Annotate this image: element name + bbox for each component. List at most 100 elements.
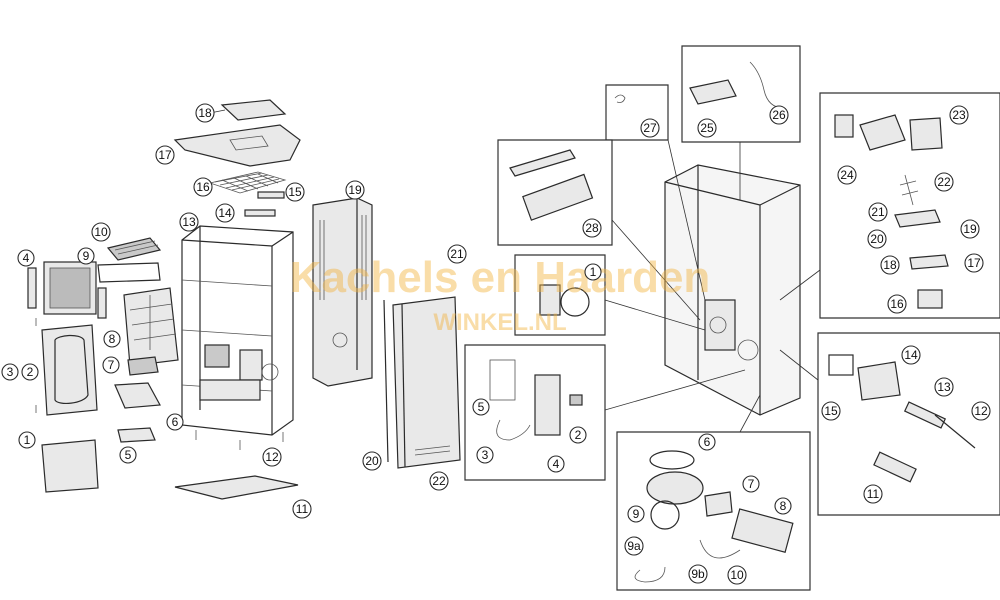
label-bubble <box>155 145 175 165</box>
left-part-label-8: 8 <box>103 330 121 348</box>
base-frame <box>174 475 299 500</box>
label-number: 24 <box>840 168 854 182</box>
label-number: 9 <box>83 249 90 263</box>
left-part-label-11: 11 <box>292 499 312 519</box>
label-number: 11 <box>867 487 880 501</box>
right-part-label-11: 11 <box>863 484 883 504</box>
left-part-label-20: 20 <box>362 451 382 471</box>
label-number: 18 <box>883 258 897 272</box>
label-number: 15 <box>824 404 838 418</box>
label-number: 9 <box>633 507 640 521</box>
bottom-front-panel <box>41 439 99 493</box>
label-bubble <box>742 475 760 493</box>
top-panel <box>173 124 301 167</box>
label-bubble <box>102 356 120 374</box>
label-bubble <box>964 253 984 273</box>
right-part-label-27: 27 <box>640 118 660 138</box>
label-number: 6 <box>172 415 179 429</box>
label-number: 11 <box>296 502 309 516</box>
left-part-label-7: 7 <box>102 356 120 374</box>
label-number: 16 <box>196 180 210 194</box>
label-number: 12 <box>974 404 988 418</box>
watermark-line1: Kachels en Haarden <box>290 253 711 302</box>
label-number: 10 <box>730 568 744 582</box>
label-number: 18 <box>198 106 212 120</box>
label-number: 2 <box>575 428 582 442</box>
callout-burner-parts <box>817 332 1000 516</box>
label-bubble <box>103 330 121 348</box>
label-number: 1 <box>24 433 31 447</box>
left-part-label-9: 9 <box>77 247 95 265</box>
label-bubble <box>292 499 312 519</box>
side-panel <box>312 197 373 387</box>
label-bubble <box>91 222 111 242</box>
label-number: 4 <box>553 457 560 471</box>
label-number: 22 <box>432 474 446 488</box>
label-bubble <box>698 433 716 451</box>
label-bubble <box>837 165 857 185</box>
ash-box <box>127 356 159 376</box>
label-bubble <box>262 447 282 467</box>
label-bubble <box>195 103 215 123</box>
left-part-label-13: 13 <box>179 212 199 232</box>
label-number: 8 <box>780 499 787 513</box>
label-number: 5 <box>478 400 485 414</box>
front-glass <box>27 261 107 319</box>
label-bubble <box>569 426 587 444</box>
label-number: 16 <box>890 297 904 311</box>
left-part-label-1: 1 <box>18 431 36 449</box>
label-number: 17 <box>158 148 172 162</box>
right-part-label-6: 6 <box>698 433 716 451</box>
left-part-label-19: 19 <box>345 180 365 200</box>
label-number: 3 <box>482 448 489 462</box>
label-number: 19 <box>348 183 362 197</box>
label-bubble <box>119 446 137 464</box>
right-part-label-9: 9 <box>627 505 645 523</box>
label-number: 22 <box>937 175 951 189</box>
label-bubble <box>345 180 365 200</box>
label-bubble <box>429 471 449 491</box>
label-bubble <box>447 244 467 264</box>
right-part-label-25: 25 <box>697 118 717 138</box>
label-bubble <box>868 202 888 222</box>
right-part-label-3: 3 <box>476 446 494 464</box>
label-number: 13 <box>182 215 196 229</box>
left-part-label-6: 6 <box>166 413 184 431</box>
right-part-label-7: 7 <box>742 475 760 493</box>
label-number: 20 <box>365 454 379 468</box>
label-bubble <box>880 255 900 275</box>
label-number: 10 <box>94 225 108 239</box>
label-number: 9a <box>627 539 641 553</box>
left-part-label-16: 16 <box>193 177 213 197</box>
label-bubble <box>77 247 95 265</box>
right-part-label-14: 14 <box>901 345 921 365</box>
right-part-label-15: 15 <box>821 401 841 421</box>
right-part-label-10: 10 <box>727 565 747 585</box>
right-part-label-28: 28 <box>582 218 602 238</box>
label-number: 14 <box>904 348 918 362</box>
right-part-label-21: 21 <box>868 202 888 222</box>
label-number: 26 <box>772 108 786 122</box>
right-part-label-24: 24 <box>837 165 857 185</box>
right-part-label-26: 26 <box>769 105 789 125</box>
label-bubble <box>887 294 907 314</box>
right-part-label-9a: 9a <box>624 536 644 556</box>
label-bubble <box>949 105 969 125</box>
label-number: 12 <box>265 450 279 464</box>
front-cladding <box>383 296 461 469</box>
left-part-label-4: 4 <box>17 249 35 267</box>
label-bubble <box>362 451 382 471</box>
stove-door <box>41 324 98 416</box>
callout-auger-motor <box>497 139 613 246</box>
callout-electronics <box>464 344 606 481</box>
label-bubble <box>193 177 213 197</box>
door-gasket <box>97 262 161 283</box>
top-cover-plate <box>220 99 287 121</box>
screws <box>35 318 284 450</box>
label-number: 13 <box>937 380 951 394</box>
left-part-label-14: 14 <box>215 203 235 223</box>
label-bubble <box>774 497 792 515</box>
label-number: 7 <box>108 358 115 372</box>
bracket <box>257 191 285 199</box>
